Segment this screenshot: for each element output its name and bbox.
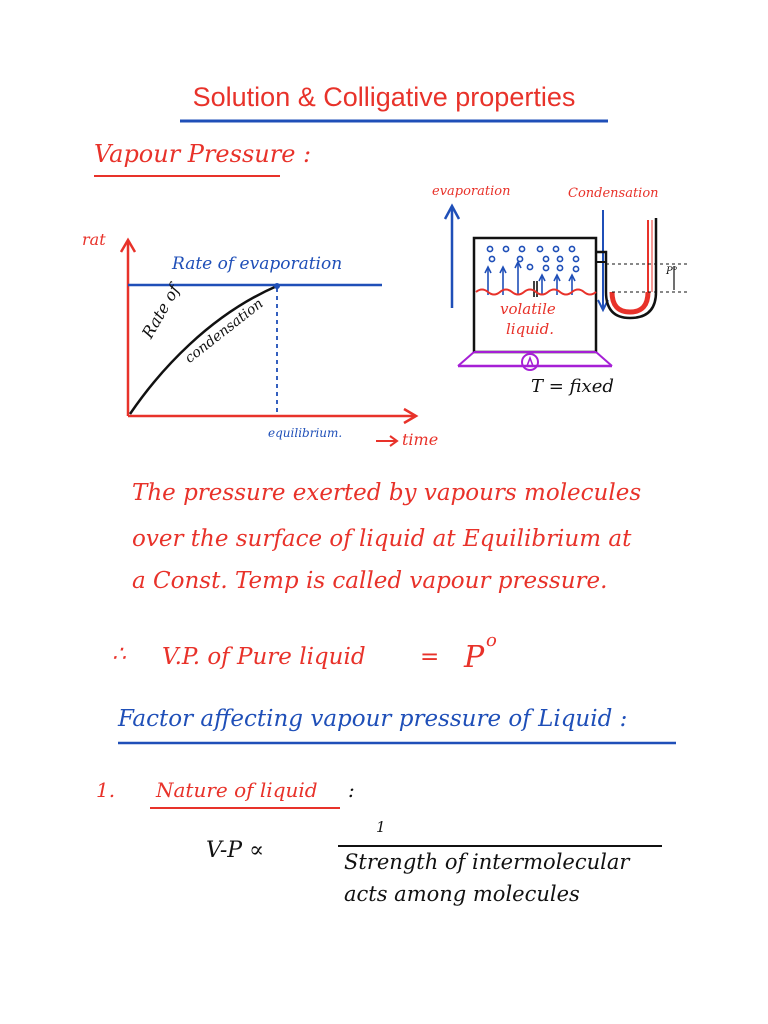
manometer-tube xyxy=(596,218,658,320)
heater-icon xyxy=(521,353,539,371)
factors-heading: Factor affecting vapour pressure of Liqu… xyxy=(118,706,628,732)
apparatus-evaporation-label: evaporation xyxy=(432,184,511,199)
evaporation-rate-label: Rate of evaporation xyxy=(172,254,343,274)
equilibrium-label: equilibrium. xyxy=(268,426,343,440)
point1-number: 1. xyxy=(96,778,116,802)
vp-pure-liquid: V.P. of Pure liquid xyxy=(162,644,366,670)
condensation-rate-curve xyxy=(128,284,278,415)
graph-x-label: time xyxy=(402,430,439,449)
point1-title: Nature of liquid xyxy=(156,778,318,802)
section-heading: Vapour Pressure : xyxy=(94,140,312,168)
graph-y-label: rat xyxy=(82,230,106,249)
graph-x-arrow xyxy=(403,407,419,425)
fraction-numerator: 1 xyxy=(376,818,386,836)
apparatus-diagram xyxy=(443,203,690,371)
definition-line-1: The pressure exerted by vapours molecule… xyxy=(132,480,642,506)
liquid-label-1: volatile xyxy=(500,300,556,318)
vp-proportional: V-P ∝ xyxy=(206,838,264,863)
p-naught-symbol: P xyxy=(464,640,485,675)
point1-colon: : xyxy=(348,778,355,802)
molecule-arrows xyxy=(484,260,576,297)
equals-sign: = xyxy=(420,644,440,670)
fraction-denominator-1: Strength of intermolecular xyxy=(344,850,630,874)
fraction-denominator-2: acts among molecules xyxy=(344,882,580,906)
time-arrow-head xyxy=(389,435,399,447)
liquid-label-2: liquid. xyxy=(506,320,555,338)
p-naught-superscript: o xyxy=(486,630,497,651)
equilibrium-point xyxy=(274,283,280,289)
therefore-symbol: ∴ xyxy=(112,642,126,667)
graph-y-arrow xyxy=(119,237,137,253)
liquid-surface xyxy=(475,288,597,296)
temperature-note: T = fixed xyxy=(531,376,614,397)
rate-graph xyxy=(119,237,419,447)
definition-line-3: a Const. Temp is called vapour pressure. xyxy=(132,568,608,594)
apparatus-condensation-label: Condensation xyxy=(568,186,659,201)
manometer-label: P° xyxy=(666,266,678,277)
vapour-molecules xyxy=(486,245,580,273)
definition-line-2: over the surface of liquid at Equilibriu… xyxy=(132,526,632,552)
manometer-mercury xyxy=(609,291,651,315)
page-title: Solution & Colligative properties xyxy=(192,82,576,112)
